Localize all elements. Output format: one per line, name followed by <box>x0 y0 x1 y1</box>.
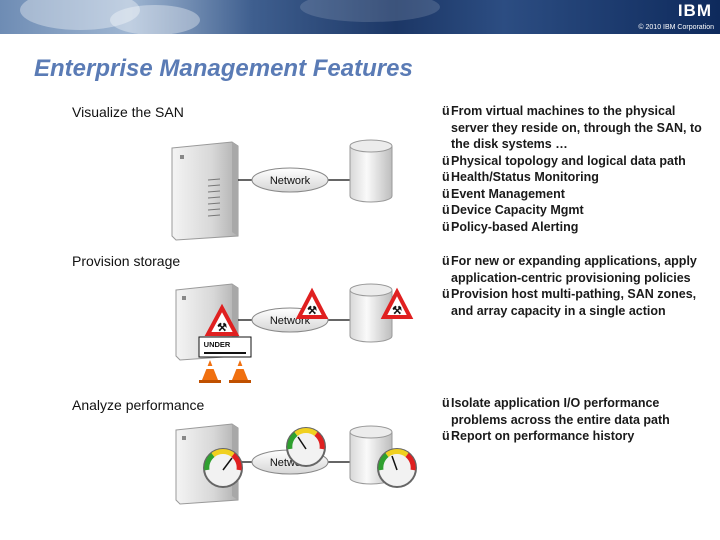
under-construction-sign: UNDER <box>199 337 251 357</box>
network-label: Network <box>270 175 311 187</box>
server-icon <box>172 142 238 240</box>
check-icon: ü <box>442 219 450 236</box>
disk-icon <box>350 140 392 202</box>
gauge-icon <box>287 428 325 466</box>
svg-text:⚒: ⚒ <box>217 322 227 334</box>
check-icon: ü <box>442 186 450 203</box>
svg-text:⚒: ⚒ <box>392 305 402 317</box>
traffic-cone-icon <box>199 360 221 383</box>
traffic-cone-icon <box>229 360 251 383</box>
check-icon: ü <box>442 286 450 303</box>
svg-text:⚒: ⚒ <box>307 305 317 317</box>
check-icon: ü <box>442 153 450 170</box>
warning-sign-icon: ⚒ <box>299 292 325 317</box>
check-icon: ü <box>442 169 450 186</box>
check-icon: ü <box>442 428 450 445</box>
check-icon: ü <box>442 103 450 120</box>
check-icon: ü <box>442 253 450 270</box>
check-icon: ü <box>442 202 450 219</box>
svg-text:UNDER: UNDER <box>204 340 231 349</box>
gauge-icon <box>378 449 416 487</box>
gauge-icon <box>204 449 242 487</box>
check-icon: ü <box>442 395 450 412</box>
